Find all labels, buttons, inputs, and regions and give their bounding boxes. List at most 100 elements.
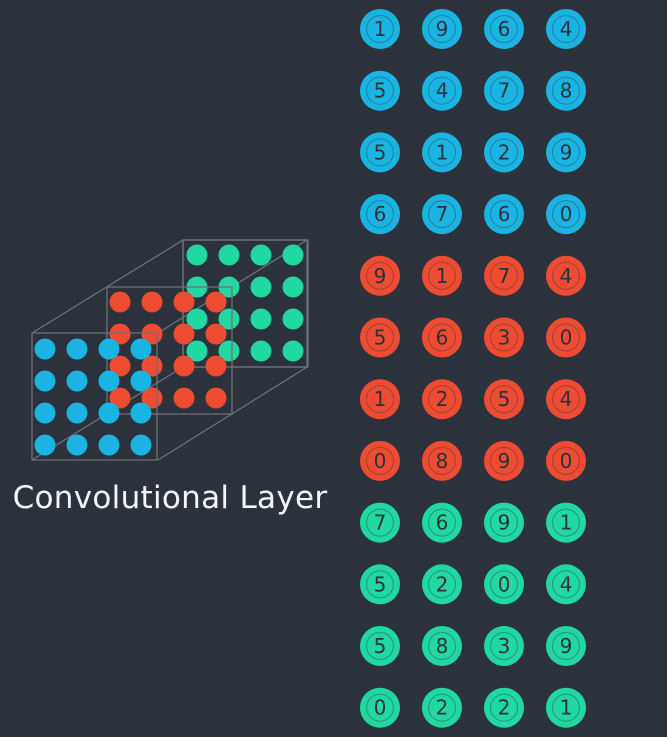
value-circle [360, 626, 400, 666]
value-digit: 2 [498, 140, 511, 164]
value-circle [484, 440, 524, 481]
value-circle [422, 564, 462, 605]
value-digit: 0 [560, 326, 573, 350]
value-ring [489, 76, 519, 105]
vector-value: 1 [546, 502, 586, 543]
value-ring [365, 138, 395, 167]
value-digit: 7 [374, 511, 387, 535]
red-feature-map [106, 286, 233, 415]
value-ring [551, 446, 581, 475]
value-circle [484, 317, 524, 358]
value-digit: 0 [560, 202, 573, 226]
value-digit: 6 [436, 511, 449, 535]
value-ring [365, 200, 395, 229]
value-digit: 7 [436, 202, 449, 226]
value-digit: 8 [560, 79, 573, 103]
value-circle [484, 132, 524, 173]
value-circle [546, 255, 586, 296]
value-digit: 1 [560, 696, 573, 720]
value-ring [551, 323, 581, 352]
value-digit: 9 [560, 634, 573, 658]
value-circle [360, 564, 400, 605]
vector-row: 7 6 9 1 [360, 502, 586, 543]
value-digit: 2 [436, 696, 449, 720]
value-ring [427, 446, 457, 475]
value-ring [365, 446, 395, 475]
value-circle [484, 379, 524, 420]
value-circle [546, 70, 586, 111]
value-ring [427, 693, 457, 722]
blue-feature-map-dot [34, 370, 56, 392]
vector-value: 4 [546, 564, 586, 605]
vector-value: 5 [360, 564, 400, 605]
value-ring [427, 323, 457, 352]
vector-value: 1 [546, 687, 586, 728]
value-ring [489, 323, 519, 352]
value-ring [489, 385, 519, 414]
red-feature-map-dot [205, 355, 227, 377]
vector-value: 4 [546, 255, 586, 296]
value-circle [546, 132, 586, 173]
value-digit: 9 [436, 17, 449, 41]
blue-feature-map-dot [130, 434, 152, 456]
vector-value: 0 [546, 194, 586, 235]
value-ring [427, 631, 457, 661]
green-feature-map-dot [250, 340, 272, 362]
value-circle [546, 194, 586, 235]
value-digit: 4 [560, 264, 573, 288]
value-digit: 0 [374, 449, 387, 473]
value-circle [484, 9, 524, 49]
green-feature-map-dot [282, 276, 304, 298]
vector-value: 7 [484, 255, 524, 296]
value-ring [365, 385, 395, 414]
value-circle [360, 502, 400, 543]
value-digit: 5 [498, 387, 511, 411]
value-ring [489, 446, 519, 475]
red-feature-map-dot [205, 291, 227, 313]
value-digit: 6 [498, 17, 511, 41]
value-circle [360, 379, 400, 420]
value-ring [551, 76, 581, 105]
value-digit: 7 [498, 264, 511, 288]
red-feature-map-dot [109, 291, 131, 313]
value-ring [551, 570, 581, 599]
red-feature-map-dot [205, 387, 227, 409]
value-circle [422, 194, 462, 235]
value-digit: 5 [374, 634, 387, 658]
value-circle [546, 379, 586, 420]
value-digit: 9 [498, 511, 511, 535]
value-ring [365, 693, 395, 722]
vector-value: 5 [360, 626, 400, 666]
value-ring [489, 138, 519, 167]
value-ring [427, 570, 457, 599]
value-digit: 1 [436, 140, 449, 164]
value-circle [546, 626, 586, 666]
value-circle [360, 70, 400, 111]
value-ring [427, 261, 457, 290]
vector-value: 5 [360, 70, 400, 111]
blue-feature-map-dot [98, 338, 120, 360]
vector-value: 8 [546, 70, 586, 111]
vector-value: 1 [422, 132, 462, 173]
green-feature-map-dot [186, 340, 208, 362]
value-circle [422, 255, 462, 296]
vector-value: 6 [484, 194, 524, 235]
blue-feature-map-dot [98, 370, 120, 392]
vector-value: 2 [484, 687, 524, 728]
vector-value: 5 [360, 132, 400, 173]
value-ring [489, 631, 519, 661]
vector-value: 0 [360, 440, 400, 481]
vector-value: 2 [422, 687, 462, 728]
value-circle [546, 564, 586, 605]
green-feature-map-dot [218, 340, 240, 362]
vector-value: 3 [484, 626, 524, 666]
value-digit: 1 [374, 387, 387, 411]
value-ring [365, 323, 395, 352]
value-digit: 4 [560, 387, 573, 411]
value-digit: 0 [560, 449, 573, 473]
value-circle [484, 70, 524, 111]
